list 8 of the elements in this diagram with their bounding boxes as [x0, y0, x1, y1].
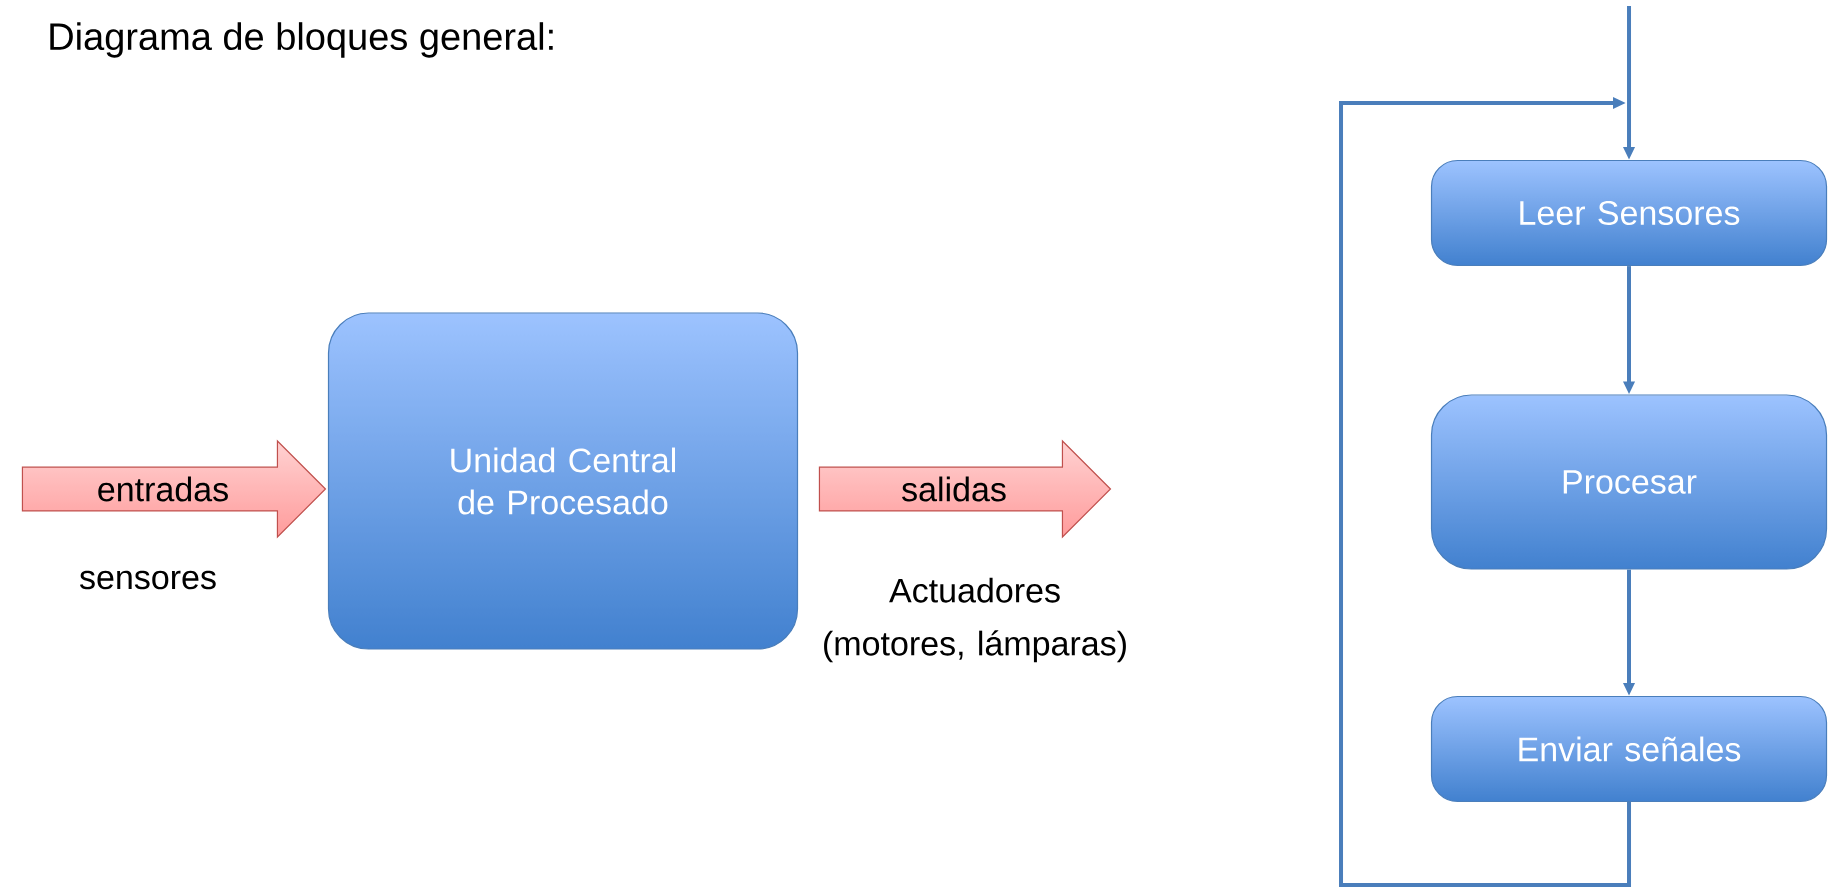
node-label: sensores — [79, 570, 216, 590]
title: Diagrama de bloques general: — [50, 22, 553, 58]
node-label: Actuadores (motores, lámparas) — [824, 577, 1126, 663]
process-box: Leer Sensores — [1430, 159, 1828, 267]
process-box: Procesar — [1430, 394, 1828, 570]
arrow — [1339, 96, 1631, 887]
process-box: Unidad Central de Procesado — [327, 312, 799, 650]
process-box: Enviar señales — [1430, 695, 1828, 803]
